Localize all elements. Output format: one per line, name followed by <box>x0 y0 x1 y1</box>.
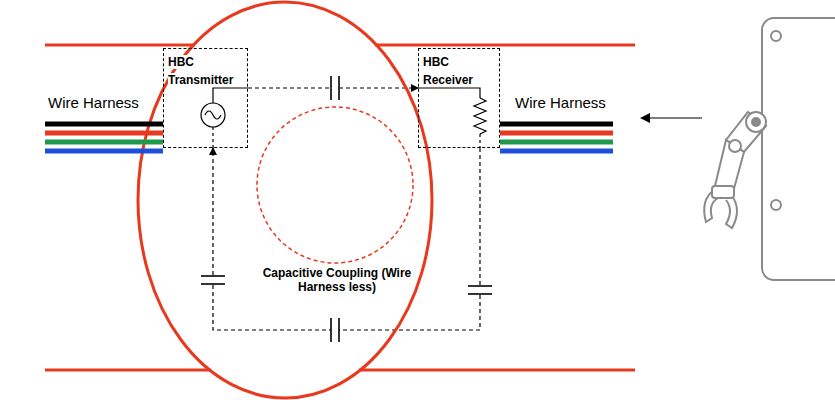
plate <box>338 318 340 342</box>
robot-claw <box>726 196 737 228</box>
wire <box>45 131 163 136</box>
robot-joint <box>752 118 760 126</box>
gap <box>331 76 339 100</box>
transmitter-box: HBC Transmitter <box>163 48 248 148</box>
harness-label: Wire Harness <box>515 94 606 112</box>
wire <box>500 131 613 136</box>
wire <box>213 88 248 103</box>
plate <box>330 76 332 100</box>
ac-source <box>201 103 225 127</box>
gap <box>468 286 492 294</box>
source-symbol <box>201 88 248 148</box>
wire <box>45 140 163 145</box>
plate <box>330 318 332 342</box>
band-line <box>375 44 635 47</box>
band-line <box>45 44 195 47</box>
coupling-circle <box>257 107 413 263</box>
sine <box>205 111 221 119</box>
receiver-box: HBC Receiver <box>418 48 500 148</box>
robot-joint <box>729 140 741 152</box>
box-title: HBC Receiver <box>423 55 473 87</box>
robot-bolt <box>771 200 781 210</box>
gap <box>331 318 339 342</box>
focus-circle <box>138 2 432 398</box>
resistor-symbol <box>418 88 486 148</box>
robot-bolt <box>771 31 781 41</box>
robot-body <box>762 18 835 280</box>
focus-outline <box>45 2 635 398</box>
wire <box>500 140 613 145</box>
plate <box>201 283 225 285</box>
wire <box>479 134 480 148</box>
plate <box>468 285 492 287</box>
wire <box>45 122 163 127</box>
plate <box>468 293 492 295</box>
wire <box>500 122 613 127</box>
plate <box>338 76 340 100</box>
band-line <box>45 369 211 372</box>
robot-wrist <box>712 186 734 198</box>
coupling-path <box>213 148 480 330</box>
gap <box>201 276 225 284</box>
wire-harness <box>45 124 613 151</box>
wire <box>212 127 213 148</box>
resistor <box>474 98 486 134</box>
coupling-label: Capacitive Coupling (Wire Harness less) <box>262 266 412 294</box>
robot-arm <box>726 112 766 152</box>
pointer-line <box>648 117 702 118</box>
pointer-head <box>640 113 650 123</box>
pointer-arrow <box>640 113 702 123</box>
box-title: HBC Transmitter <box>168 55 233 87</box>
wire <box>500 149 613 154</box>
wire <box>45 149 163 154</box>
robot-joint <box>746 112 766 132</box>
band-line <box>359 369 635 372</box>
harness-label: Wire Harness <box>48 94 139 112</box>
capacitor-symbol <box>201 76 492 342</box>
plate <box>201 275 225 277</box>
wire <box>418 88 480 98</box>
robot-illustration <box>704 18 835 280</box>
